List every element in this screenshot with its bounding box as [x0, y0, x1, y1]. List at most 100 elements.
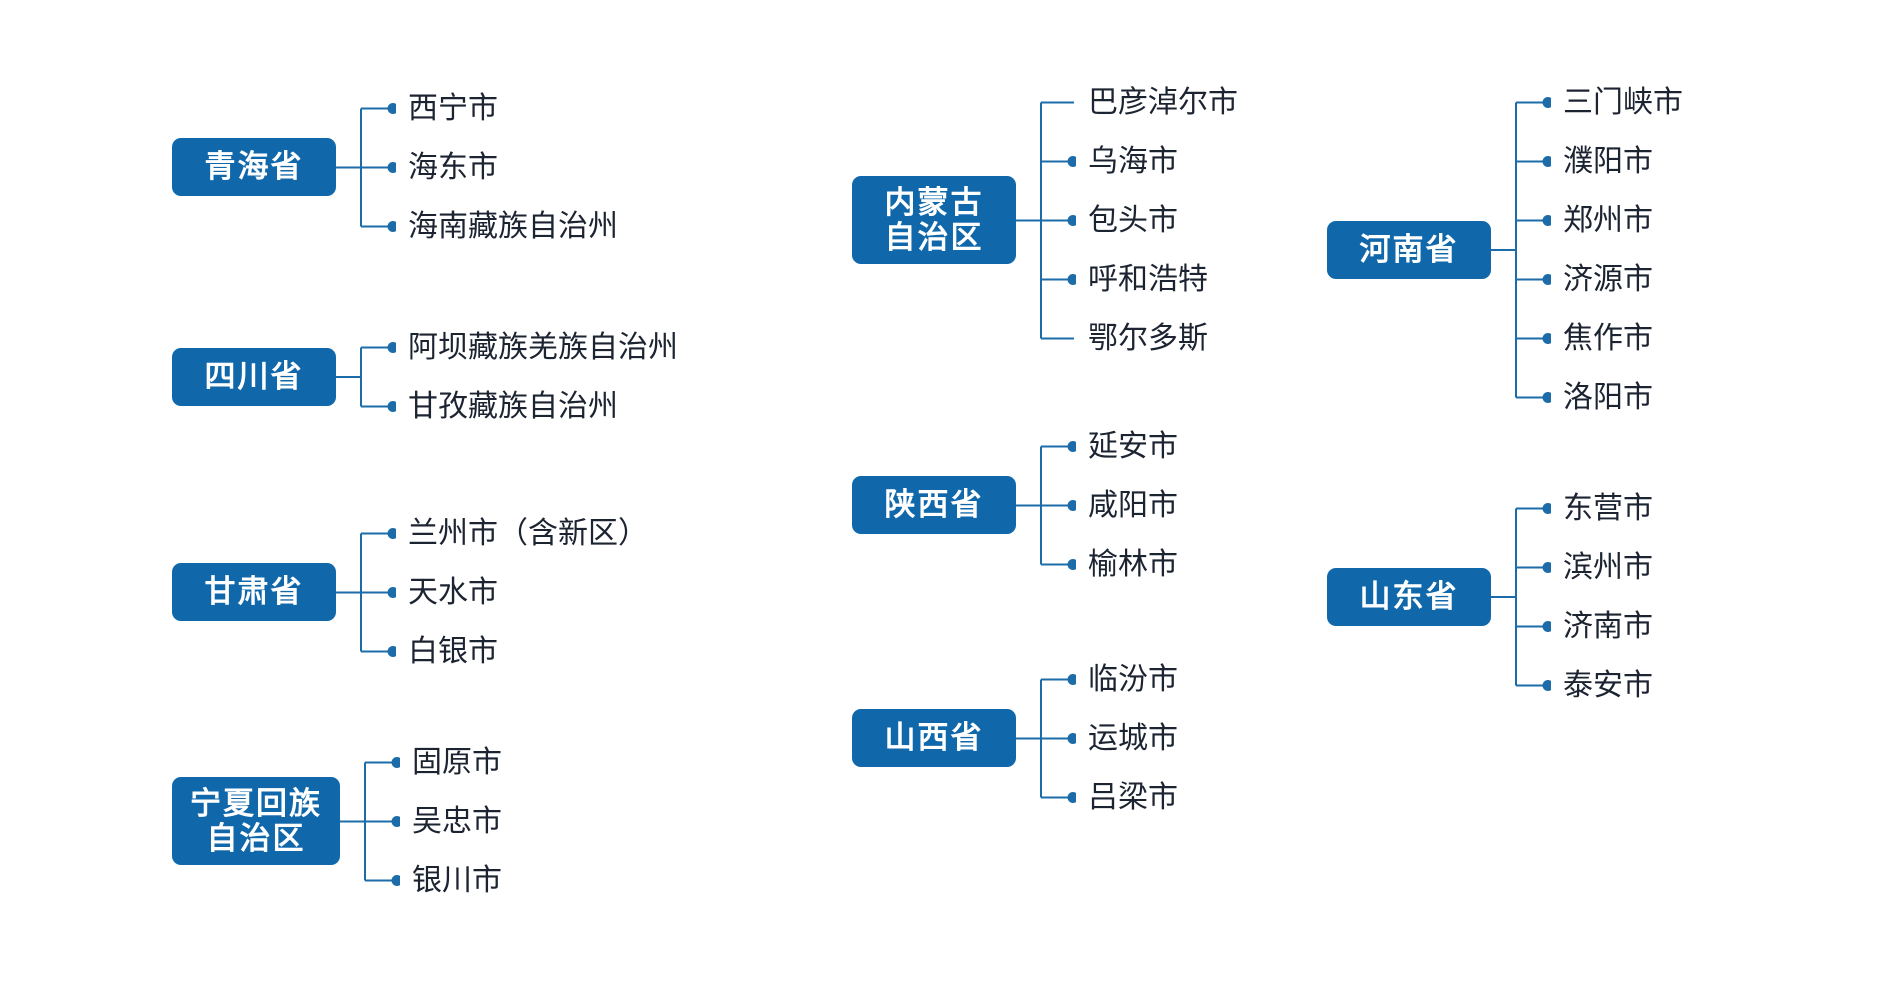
city-label: 甘孜藏族自治州 — [408, 390, 618, 423]
connector-lines — [1016, 650, 1076, 827]
city-label: 滨州市 — [1563, 551, 1653, 584]
city-label: 海东市 — [408, 150, 498, 184]
city-list: 延安市咸阳市榆林市 — [1076, 417, 1178, 594]
city-label: 鄂尔多斯 — [1088, 321, 1208, 355]
city-label: 乌海市 — [1088, 144, 1178, 178]
city-list: 东营市滨州市济南市泰安市 — [1551, 479, 1653, 715]
city-label: 西宁市 — [408, 91, 498, 125]
connector-lines — [336, 318, 396, 436]
province-group: 河南省 三门峡市濮阳市郑州市济源市焦作市洛阳市 — [1327, 73, 1683, 427]
city-label: 三门峡市 — [1563, 86, 1683, 119]
connector-lines — [1491, 479, 1551, 715]
connector-lines — [340, 733, 400, 910]
province-box[interactable]: 甘肃省 — [172, 563, 336, 621]
city-item[interactable]: 西宁市 — [396, 79, 618, 138]
city-label: 兰州市（含新区） — [408, 516, 648, 550]
city-label: 洛阳市 — [1563, 381, 1653, 414]
city-label: 榆林市 — [1088, 547, 1178, 581]
city-item[interactable]: 甘孜藏族自治州 — [396, 377, 678, 436]
city-item[interactable]: 临汾市 — [1076, 650, 1178, 709]
province-group: 宁夏回族 自治区固原市吴忠市银川市 — [172, 733, 502, 910]
city-label: 咸阳市 — [1088, 488, 1178, 522]
city-item[interactable]: 滨州市 — [1551, 538, 1653, 597]
city-item[interactable]: 延安市 — [1076, 417, 1178, 476]
connector-lines — [336, 79, 396, 256]
city-label: 白银市 — [408, 634, 498, 668]
city-item[interactable]: 巴彦淖尔市 — [1076, 73, 1238, 132]
city-label: 郑州市 — [1563, 204, 1653, 237]
city-label: 临汾市 — [1088, 662, 1178, 696]
connector-lines — [1016, 417, 1076, 594]
city-item[interactable]: 鄂尔多斯 — [1076, 309, 1238, 368]
city-label: 巴彦淖尔市 — [1088, 85, 1238, 119]
city-label: 呼和浩特 — [1088, 262, 1208, 296]
city-item[interactable]: 乌海市 — [1076, 132, 1238, 191]
city-item[interactable]: 济源市 — [1551, 250, 1683, 309]
city-item[interactable]: 咸阳市 — [1076, 476, 1178, 535]
city-label: 固原市 — [412, 745, 502, 779]
province-box[interactable]: 内蒙古 自治区 — [852, 175, 1016, 265]
connector-lines — [336, 504, 396, 681]
province-group: 四川省 阿坝藏族羌族自治州甘孜藏族自治州 — [172, 318, 678, 436]
city-item[interactable]: 运城市 — [1076, 709, 1178, 768]
city-label: 银川市 — [412, 863, 502, 897]
city-item[interactable]: 济南市 — [1551, 597, 1653, 656]
city-label: 海南藏族自治州 — [408, 209, 618, 243]
city-item[interactable]: 呼和浩特 — [1076, 250, 1238, 309]
city-list: 阿坝藏族羌族自治州甘孜藏族自治州 — [396, 318, 678, 436]
city-list: 固原市吴忠市银川市 — [400, 733, 502, 910]
city-list: 巴彦淖尔市乌海市包头市呼和浩特鄂尔多斯 — [1076, 73, 1238, 368]
city-item[interactable]: 焦作市 — [1551, 309, 1683, 368]
city-label: 吕梁市 — [1088, 780, 1178, 814]
city-item[interactable]: 郑州市 — [1551, 191, 1683, 250]
province-box[interactable]: 青海省 — [172, 138, 336, 196]
city-item[interactable]: 阿坝藏族羌族自治州 — [396, 318, 678, 377]
province-group: 陕西省 延安市咸阳市榆林市 — [852, 417, 1178, 594]
city-label: 包头市 — [1088, 203, 1178, 237]
province-box[interactable]: 山东省 — [1327, 568, 1491, 626]
city-label: 天水市 — [408, 575, 498, 609]
city-label: 东营市 — [1563, 492, 1653, 525]
province-box[interactable]: 河南省 — [1327, 221, 1491, 279]
province-group: 青海省 西宁市海东市海南藏族自治州 — [172, 79, 618, 256]
city-label: 阿坝藏族羌族自治州 — [408, 331, 678, 364]
city-item[interactable]: 海东市 — [396, 138, 618, 197]
connector-lines — [1016, 73, 1076, 368]
province-box[interactable]: 陕西省 — [852, 476, 1016, 534]
province-box[interactable]: 宁夏回族 自治区 — [172, 776, 340, 866]
city-item[interactable]: 天水市 — [396, 563, 648, 622]
connector-lines — [1491, 73, 1551, 427]
city-label: 运城市 — [1088, 721, 1178, 755]
province-box[interactable]: 四川省 — [172, 348, 336, 406]
province-box[interactable]: 山西省 — [852, 709, 1016, 767]
city-item[interactable]: 兰州市（含新区） — [396, 504, 648, 563]
city-list: 三门峡市濮阳市郑州市济源市焦作市洛阳市 — [1551, 73, 1683, 427]
city-item[interactable]: 包头市 — [1076, 191, 1238, 250]
city-item[interactable]: 泰安市 — [1551, 656, 1653, 715]
city-item[interactable]: 固原市 — [400, 733, 502, 792]
city-label: 济南市 — [1563, 610, 1653, 643]
city-item[interactable]: 濮阳市 — [1551, 132, 1683, 191]
province-group: 内蒙古 自治区巴彦淖尔市乌海市包头市呼和浩特鄂尔多斯 — [852, 73, 1238, 368]
city-item[interactable]: 吴忠市 — [400, 792, 502, 851]
province-group: 甘肃省 兰州市（含新区） 天水市白银市 — [172, 504, 648, 681]
city-list: 西宁市海东市海南藏族自治州 — [396, 79, 618, 256]
province-group: 山东省 东营市滨州市济南市泰安市 — [1327, 479, 1653, 715]
city-item[interactable]: 银川市 — [400, 851, 502, 910]
city-item[interactable]: 榆林市 — [1076, 535, 1178, 594]
city-item[interactable]: 三门峡市 — [1551, 73, 1683, 132]
city-item[interactable]: 海南藏族自治州 — [396, 197, 618, 256]
city-list: 临汾市运城市吕梁市 — [1076, 650, 1178, 827]
city-list: 兰州市（含新区） 天水市白银市 — [396, 504, 648, 681]
city-item[interactable]: 白银市 — [396, 622, 648, 681]
province-group: 山西省 临汾市运城市吕梁市 — [852, 650, 1178, 827]
city-label: 吴忠市 — [412, 804, 502, 838]
city-item[interactable]: 洛阳市 — [1551, 368, 1683, 427]
city-label: 泰安市 — [1563, 669, 1653, 702]
city-label: 延安市 — [1088, 429, 1178, 463]
city-label: 济源市 — [1563, 263, 1653, 296]
city-item[interactable]: 东营市 — [1551, 479, 1653, 538]
city-item[interactable]: 吕梁市 — [1076, 768, 1178, 827]
city-label: 濮阳市 — [1563, 145, 1653, 178]
